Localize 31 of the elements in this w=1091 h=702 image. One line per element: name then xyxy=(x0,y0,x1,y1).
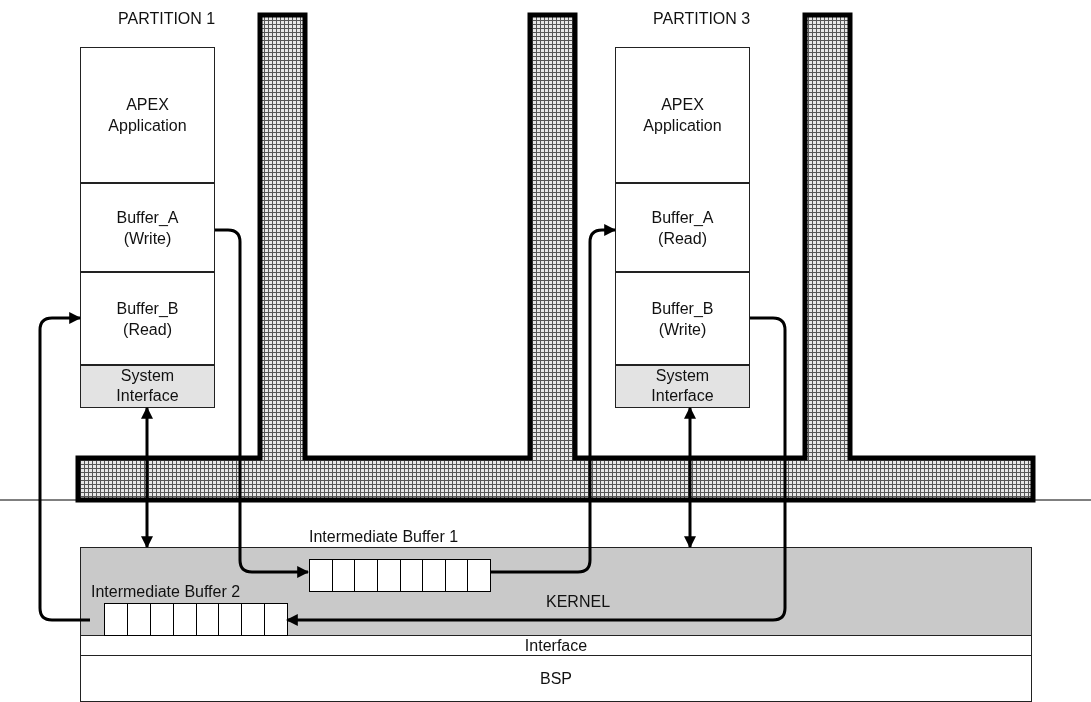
kernel-label: KERNEL xyxy=(546,593,611,611)
bsp-label: BSP xyxy=(540,669,572,689)
application-box xyxy=(80,47,215,183)
buffer-label: Buffer_A (Read) xyxy=(650,207,715,249)
arrow xyxy=(490,224,617,574)
bsp-band xyxy=(80,656,1032,702)
application-label: APEX Application xyxy=(107,95,188,136)
buffer-box xyxy=(80,272,215,365)
arrow xyxy=(215,228,310,578)
buffer-title: Intermediate Buffer 1 xyxy=(309,528,459,546)
arrow xyxy=(684,406,696,549)
arrow xyxy=(141,406,153,549)
partition-heading: PARTITION 1 xyxy=(118,10,216,28)
application-label: APEX Application xyxy=(642,95,723,136)
system-interface-label: System Interface xyxy=(650,366,715,406)
interface-label: Interface xyxy=(524,636,588,656)
arrow xyxy=(285,316,787,626)
buffer-title: Intermediate Buffer 2 xyxy=(91,583,241,601)
buffer-label: Buffer_A (Write) xyxy=(115,207,180,249)
arrow xyxy=(38,312,90,622)
buffer-label: Buffer_B (Read) xyxy=(115,298,180,340)
interface-band xyxy=(80,636,1032,656)
partition-heading: PARTITION 3 xyxy=(653,10,751,28)
application-box xyxy=(615,47,750,183)
buffer-box xyxy=(615,272,750,365)
system-interface-label: System Interface xyxy=(115,366,180,406)
buffer-box xyxy=(615,183,750,272)
buffer-label: Buffer_B (Write) xyxy=(650,298,715,340)
system-interface-box xyxy=(80,365,215,408)
buffer-box xyxy=(80,183,215,272)
system-interface-box xyxy=(615,365,750,408)
